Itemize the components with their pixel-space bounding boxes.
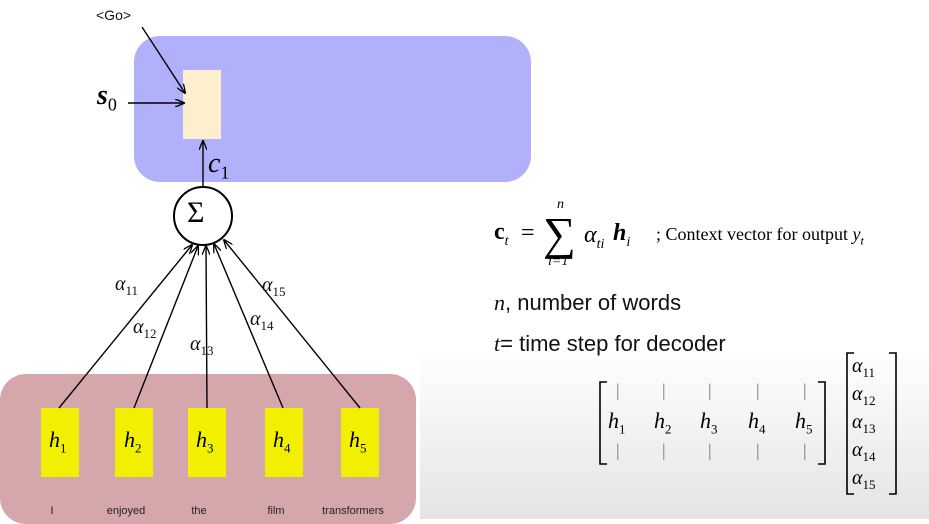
vector-alpha-1: α11 bbox=[852, 355, 876, 380]
matrix-column-2: h2 bbox=[654, 408, 672, 437]
attention-line-2 bbox=[133, 246, 198, 409]
vector-left-bracket bbox=[846, 352, 854, 495]
hidden-state-cell-4 bbox=[265, 408, 303, 477]
formula-sum-symbol: ∑ bbox=[543, 208, 576, 259]
matrix-column-5: h5 bbox=[795, 408, 813, 437]
matrix-bar-top-1: | bbox=[616, 380, 620, 400]
formula-sum-upper: n bbox=[557, 197, 564, 212]
go-arrow bbox=[141, 26, 185, 93]
hidden-state-label-4: h4 bbox=[273, 427, 291, 456]
input-word-3: the bbox=[191, 505, 207, 517]
formula-lhs: ct bbox=[494, 219, 509, 249]
matrix-bar-bottom-3: | bbox=[708, 440, 712, 460]
vector-alpha-4: α14 bbox=[852, 439, 876, 464]
formula-alpha-term: αti bbox=[584, 222, 605, 252]
input-word-5: transformers bbox=[322, 505, 384, 517]
matrix-bar-top-3: | bbox=[708, 380, 712, 400]
matrix-bar-bottom-2: | bbox=[662, 440, 666, 460]
attention-line-5 bbox=[224, 240, 361, 409]
hidden-state-label-2: h2 bbox=[124, 427, 142, 456]
matrix-bar-top-5: | bbox=[803, 380, 807, 400]
bottom-shading bbox=[420, 350, 929, 519]
formula-sum-lower: i=1 bbox=[548, 254, 569, 269]
hidden-state-label-1: h1 bbox=[49, 427, 67, 456]
definition-n: n, number of words bbox=[494, 290, 682, 315]
sum-symbol: Σ bbox=[187, 196, 205, 229]
hidden-state-label-3: h3 bbox=[196, 427, 214, 456]
hidden-state-label-5: h5 bbox=[349, 427, 367, 456]
hidden-state-cell-5 bbox=[341, 408, 379, 477]
formula-note: ; Context vector for output yt bbox=[656, 224, 864, 248]
attention-line-1 bbox=[58, 245, 192, 409]
vector-alpha-5: α15 bbox=[852, 467, 876, 492]
input-word-4: film bbox=[267, 505, 285, 517]
hidden-state-cell-3 bbox=[188, 408, 226, 477]
matrix-column-4: h4 bbox=[748, 408, 766, 437]
matrix-column-3: h3 bbox=[700, 408, 718, 437]
hidden-state-cell-1 bbox=[41, 408, 79, 477]
matrix-left-bracket bbox=[599, 381, 607, 465]
matrix-bar-bottom-5: | bbox=[803, 440, 807, 460]
go-token-label: <Go> bbox=[96, 7, 132, 23]
definition-t: t= time step for decoder bbox=[494, 331, 726, 356]
vector-right-bracket bbox=[889, 352, 897, 495]
attention-weight-5: α15 bbox=[262, 274, 286, 299]
matrix-bar-bottom-4: | bbox=[756, 440, 760, 460]
decoder-state-label: s0 bbox=[97, 80, 117, 115]
matrix-bar-top-4: | bbox=[756, 380, 760, 400]
formula-h-term: hi bbox=[613, 220, 631, 250]
context-vector-label: c1 bbox=[208, 148, 230, 183]
matrix-column-1: h1 bbox=[608, 408, 626, 437]
decoder-state-cell bbox=[183, 70, 221, 139]
attention-weight-2: α12 bbox=[133, 316, 157, 341]
matrix-bar-top-2: | bbox=[662, 380, 666, 400]
attention-weight-1: α11 bbox=[115, 273, 139, 298]
hidden-state-cell-2 bbox=[115, 408, 153, 477]
attention-line-4 bbox=[214, 244, 284, 409]
vector-alpha-2: α12 bbox=[852, 383, 876, 408]
matrix-right-bracket bbox=[818, 381, 826, 465]
attention-line-3 bbox=[206, 246, 207, 409]
input-word-2: enjoyed bbox=[106, 505, 146, 517]
attention-weight-3: α13 bbox=[190, 333, 214, 358]
input-word-1: I bbox=[50, 505, 54, 517]
matrix-bar-bottom-1: | bbox=[616, 440, 620, 460]
vector-alpha-3: α13 bbox=[852, 411, 876, 436]
attention-weight-4: α14 bbox=[250, 308, 274, 333]
formula-equals: = bbox=[521, 220, 535, 246]
